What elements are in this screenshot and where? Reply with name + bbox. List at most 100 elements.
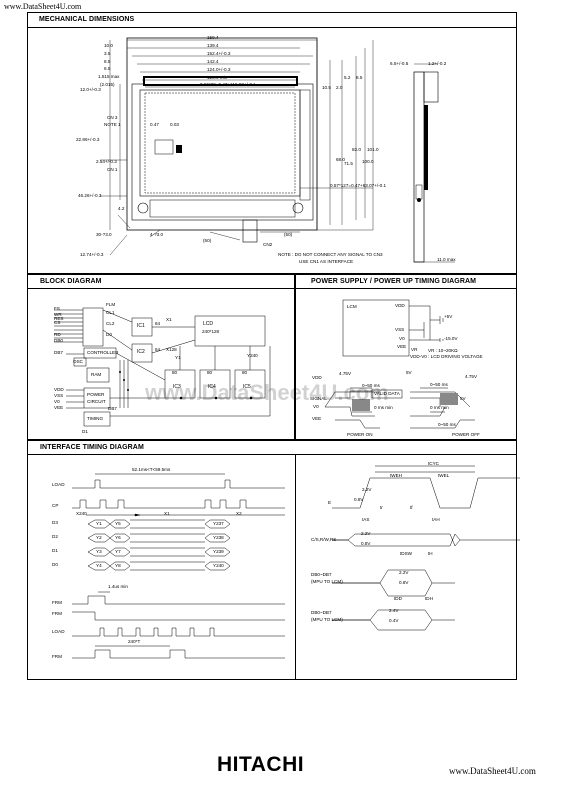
mechanical-section [27, 12, 517, 274]
pin-db7: DB7 [54, 350, 63, 355]
dim-124-0: 124.0+/-0.3 [207, 67, 231, 72]
cell-y4: Y4 [96, 563, 102, 568]
pin-cs: CS [54, 320, 61, 325]
dim-142-4: 142.4 [207, 59, 219, 64]
cell-y238: Y238 [213, 535, 224, 540]
it-d0: D0 [52, 562, 58, 567]
dim-3-5: 3.5 [104, 51, 111, 56]
lbl-x1: X1 [166, 317, 172, 322]
dim-r-8-5: 8.5 [356, 75, 363, 80]
dim-12-74: 12.74+/-0.3 [80, 252, 104, 257]
pw-vr: VR [411, 347, 418, 352]
block-ic4: IC4 [208, 384, 216, 390]
cell-y237: Y237 [213, 521, 224, 526]
dim-r-71-5: 71.5 [344, 161, 353, 166]
dim-r-100-0: 100.0 [362, 159, 374, 164]
lbl-vdd: VDD [54, 387, 64, 392]
dim-1-515: 1.515 max [98, 74, 120, 79]
dim-2-54: 2.54+/-0.3 [96, 159, 117, 164]
rt-tah: tAH [432, 517, 440, 522]
pw-v0: V0 [399, 336, 405, 341]
rt-tas: tAS [362, 517, 370, 522]
dim-22-86: 22.86+/-0.3 [76, 137, 100, 142]
dim-152-4: 152.4+/-0.3 [207, 51, 231, 56]
pw-vee: VEE [397, 344, 407, 349]
lbl-y240: Y240 [247, 353, 258, 358]
dim-139-4: 139.4 [207, 43, 219, 48]
dim-30-holes: 30-?3.0 [96, 232, 112, 237]
cell-y6: Y6 [115, 535, 121, 540]
cell-y2: Y2 [96, 535, 102, 540]
rt-08v-db: 0.8V [399, 580, 409, 585]
mechanical-title-bar [27, 12, 517, 28]
footer-url[interactable]: www.DataSheet4U.com [449, 766, 536, 776]
rt-22v-db: 2.2V [399, 570, 409, 575]
lbl-vss: VSS [54, 393, 64, 398]
dim-4-holes: 4-?3.0 [150, 232, 164, 237]
pin-res: RES [54, 316, 64, 321]
label-note1: NOTE 1 [104, 122, 121, 127]
label-cn1: CN 1 [107, 167, 118, 172]
rt-22v-e: 2.2V [362, 487, 372, 492]
pt-050-off2: 0~50 ms [438, 422, 456, 427]
rt-th: tH [428, 551, 433, 556]
it-1-4us: 1.4us min [108, 584, 128, 589]
pt-vdd: VDD [312, 375, 322, 380]
power-title: POWER SUPPLY / POWER UP TIMING DIAGRAM [311, 278, 477, 285]
dim-2-015: (2.015) [100, 82, 115, 87]
block-timing: TIMING [87, 416, 104, 421]
block-power: POWER [87, 392, 105, 397]
lbl-64b: 64 [155, 347, 161, 352]
block-lcd: LCD [203, 321, 214, 327]
rt-tweh: tWEH [390, 473, 402, 478]
mechanical-title: MECHANICAL DIMENSIONS [39, 16, 135, 23]
side-1-2: 1.2+/-0.2 [428, 61, 447, 66]
pt-power-off: POWER OFF [452, 432, 480, 437]
it-cp: CP [52, 503, 59, 508]
rt-tdsw: tDSW [400, 551, 412, 556]
interface-divider [295, 455, 296, 680]
dim-r-82-0: 82.0 [352, 147, 361, 152]
lbl-80b: 80 [207, 370, 213, 375]
interface-title-bar [27, 440, 517, 455]
pw-vss: VSS [395, 327, 405, 332]
lbl-d1: D1 [82, 429, 88, 434]
lbl-x128: X128 [166, 347, 177, 352]
pt-5v: 5V [406, 370, 412, 375]
rt-twel: tWEL [438, 473, 450, 478]
it-frm3: FRM [52, 654, 62, 659]
pin-wr: WR [54, 312, 62, 317]
pw-15v: -15.0V [444, 336, 458, 341]
dim-pixel-pitch-x: 0.5*239=0.47+119.97+/-0.1 [200, 82, 256, 87]
dim-159-4: 159.4 [207, 35, 219, 40]
dim-123-9: 123.9 min [207, 75, 228, 80]
rt-24v: 2.4V [389, 608, 399, 613]
label-cn2: CN2 [263, 242, 273, 247]
rt-tr: tr [380, 505, 383, 510]
header-url[interactable]: www.DataSheet4U.com [4, 2, 82, 11]
pt-signal: SIGNAL [310, 396, 327, 401]
it-frm2: FRM [52, 611, 62, 616]
dim-0-03: 0.03 [170, 122, 179, 127]
pw-lcm: LCM [347, 304, 357, 309]
block-circuit: CIRCUIT [87, 399, 106, 404]
dim-pixel-pitch-y: 0.57*127=0.47+63.07+/-0.1 [330, 183, 387, 188]
it-x2: X2 [236, 511, 242, 516]
pt-0min-on: 0 ms min [374, 405, 393, 410]
dim-r-5-2: 5.2 [344, 75, 351, 80]
cell-y3: Y3 [96, 549, 102, 554]
it-d2: D2 [52, 534, 58, 539]
dim-50-right: (50) [284, 232, 293, 237]
cell-y7: Y7 [115, 549, 121, 554]
it-x240: X240 [76, 511, 87, 516]
rt-mpu-read: (MPU TO LCM) [311, 617, 343, 622]
lbl-y1: Y1 [175, 355, 181, 360]
lbl-80c: 80 [242, 370, 248, 375]
pin-cl2: CL2 [106, 321, 115, 326]
label-cn3: CN 3 [107, 115, 118, 120]
lbl-v0: V0 [54, 399, 60, 404]
